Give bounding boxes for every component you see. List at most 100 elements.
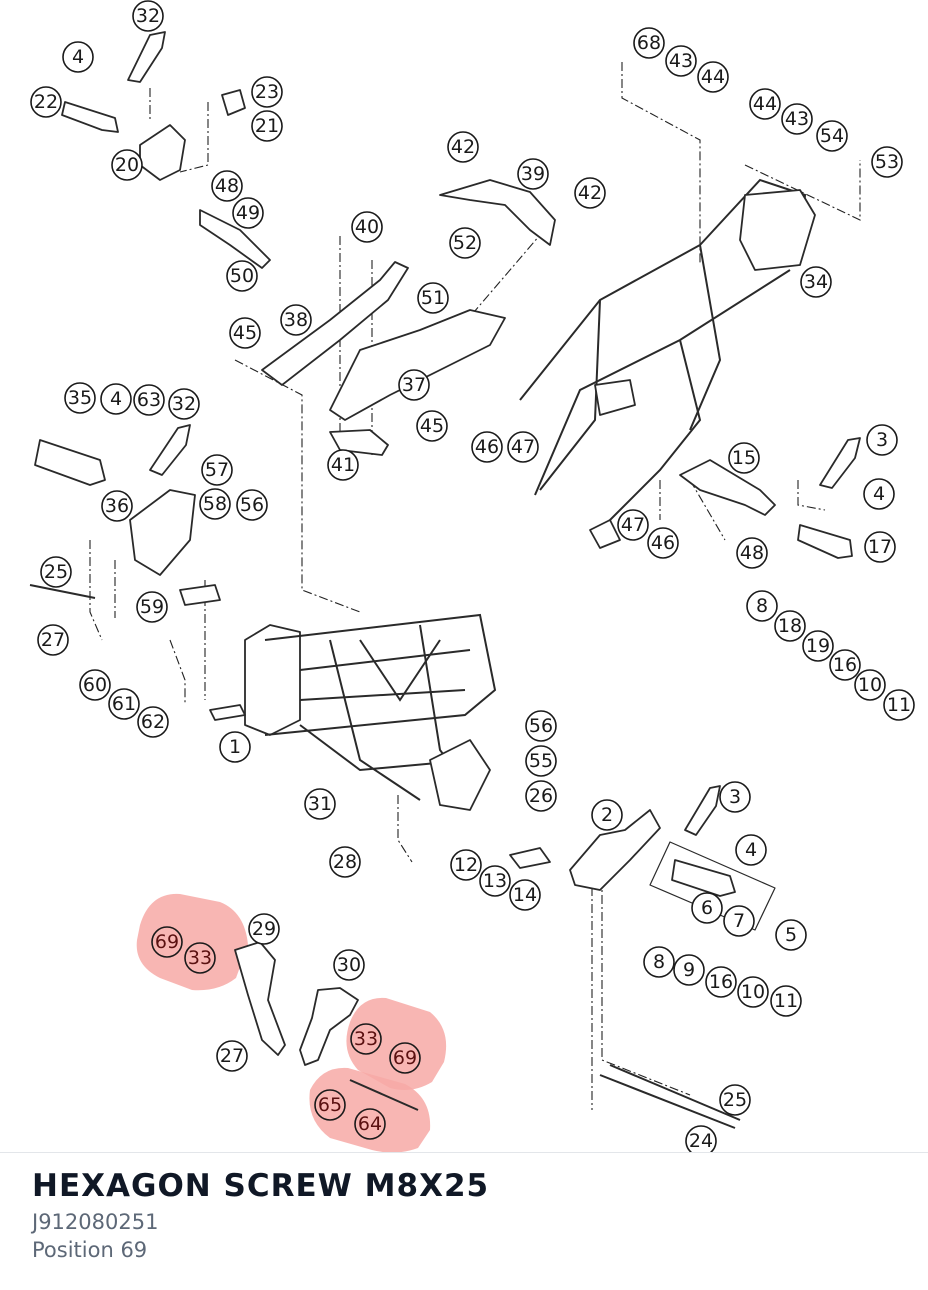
callout-23[interactable]: 23 bbox=[251, 76, 283, 108]
callout-64[interactable]: 64 bbox=[354, 1108, 386, 1140]
callout-27[interactable]: 27 bbox=[216, 1040, 248, 1072]
callout-37[interactable]: 37 bbox=[398, 369, 430, 401]
callout-33[interactable]: 33 bbox=[184, 942, 216, 974]
callout-40[interactable]: 40 bbox=[351, 211, 383, 243]
callout-19[interactable]: 19 bbox=[802, 630, 834, 662]
callout-20[interactable]: 20 bbox=[111, 149, 143, 181]
callout-circle bbox=[517, 158, 549, 190]
callout-number: 8 bbox=[653, 951, 665, 973]
callout-34[interactable]: 34 bbox=[800, 266, 832, 298]
callout-48[interactable]: 48 bbox=[736, 537, 768, 569]
callout-51[interactable]: 51 bbox=[417, 282, 449, 314]
callout-4[interactable]: 4 bbox=[863, 478, 895, 510]
callout-24[interactable]: 24 bbox=[685, 1125, 717, 1152]
callout-number: 49 bbox=[236, 202, 260, 224]
callout-55[interactable]: 55 bbox=[525, 745, 557, 777]
callout-33[interactable]: 33 bbox=[350, 1023, 382, 1055]
callout-45[interactable]: 45 bbox=[416, 410, 448, 442]
callout-39[interactable]: 39 bbox=[517, 158, 549, 190]
callout-30[interactable]: 30 bbox=[333, 949, 365, 981]
callout-5[interactable]: 5 bbox=[775, 919, 807, 951]
callout-2[interactable]: 2 bbox=[591, 799, 623, 831]
callout-12[interactable]: 12 bbox=[450, 849, 482, 881]
callout-59[interactable]: 59 bbox=[136, 591, 168, 623]
callout-44[interactable]: 44 bbox=[749, 88, 781, 120]
callout-11[interactable]: 11 bbox=[770, 985, 802, 1017]
callout-4[interactable]: 4 bbox=[62, 41, 94, 73]
callout-35[interactable]: 35 bbox=[64, 382, 96, 414]
callout-circle bbox=[719, 1084, 751, 1116]
callout-42[interactable]: 42 bbox=[574, 177, 606, 209]
callout-31[interactable]: 31 bbox=[304, 788, 336, 820]
callout-62[interactable]: 62 bbox=[137, 706, 169, 738]
callout-63[interactable]: 63 bbox=[133, 384, 165, 416]
callout-29[interactable]: 29 bbox=[248, 913, 280, 945]
callout-43[interactable]: 43 bbox=[665, 45, 697, 77]
callout-25[interactable]: 25 bbox=[40, 556, 72, 588]
callout-60[interactable]: 60 bbox=[79, 669, 111, 701]
callout-number: 51 bbox=[421, 287, 445, 309]
callout-54[interactable]: 54 bbox=[816, 120, 848, 152]
callout-50[interactable]: 50 bbox=[226, 260, 258, 292]
callout-38[interactable]: 38 bbox=[280, 304, 312, 336]
callout-10[interactable]: 10 bbox=[737, 976, 769, 1008]
callout-26[interactable]: 26 bbox=[525, 780, 557, 812]
callout-22[interactable]: 22 bbox=[30, 86, 62, 118]
callout-circle bbox=[450, 849, 482, 881]
callout-21[interactable]: 21 bbox=[251, 110, 283, 142]
callout-number: 10 bbox=[741, 981, 765, 1003]
callout-47[interactable]: 47 bbox=[617, 509, 649, 541]
callout-44[interactable]: 44 bbox=[697, 61, 729, 93]
callout-69[interactable]: 69 bbox=[389, 1042, 421, 1074]
callout-13[interactable]: 13 bbox=[479, 865, 511, 897]
callout-47[interactable]: 47 bbox=[507, 431, 539, 463]
callout-4[interactable]: 4 bbox=[735, 834, 767, 866]
callout-45[interactable]: 45 bbox=[229, 317, 261, 349]
callout-8[interactable]: 8 bbox=[643, 946, 675, 978]
callout-61[interactable]: 61 bbox=[108, 688, 140, 720]
callout-18[interactable]: 18 bbox=[774, 610, 806, 642]
callout-46[interactable]: 46 bbox=[471, 431, 503, 463]
callout-3[interactable]: 3 bbox=[719, 781, 751, 813]
callout-circle bbox=[863, 478, 895, 510]
callout-41[interactable]: 41 bbox=[327, 449, 359, 481]
rear-subframe-part-34 bbox=[519, 178, 816, 549]
callout-15[interactable]: 15 bbox=[728, 442, 760, 474]
callout-36[interactable]: 36 bbox=[101, 490, 133, 522]
callout-16[interactable]: 16 bbox=[705, 966, 737, 998]
callout-1[interactable]: 1 bbox=[219, 731, 251, 763]
callout-10[interactable]: 10 bbox=[854, 669, 886, 701]
callout-46[interactable]: 46 bbox=[647, 527, 679, 559]
callout-57[interactable]: 57 bbox=[201, 454, 233, 486]
callout-69[interactable]: 69 bbox=[151, 926, 183, 958]
callout-48[interactable]: 48 bbox=[211, 170, 243, 202]
callout-17[interactable]: 17 bbox=[864, 531, 896, 563]
callout-32[interactable]: 32 bbox=[168, 388, 200, 420]
callout-9[interactable]: 9 bbox=[673, 954, 705, 986]
callout-8[interactable]: 8 bbox=[746, 590, 778, 622]
callout-6[interactable]: 6 bbox=[691, 892, 723, 924]
callout-56[interactable]: 56 bbox=[236, 489, 268, 521]
callout-56[interactable]: 56 bbox=[525, 710, 557, 742]
callout-3[interactable]: 3 bbox=[866, 424, 898, 456]
callout-16[interactable]: 16 bbox=[829, 649, 861, 681]
callout-7[interactable]: 7 bbox=[723, 905, 755, 937]
callout-circle bbox=[132, 0, 164, 32]
callout-4[interactable]: 4 bbox=[100, 383, 132, 415]
callout-14[interactable]: 14 bbox=[509, 879, 541, 911]
callout-53[interactable]: 53 bbox=[871, 146, 903, 178]
callout-28[interactable]: 28 bbox=[329, 846, 361, 878]
callout-27[interactable]: 27 bbox=[37, 624, 69, 656]
callout-58[interactable]: 58 bbox=[199, 488, 231, 520]
callout-68[interactable]: 68 bbox=[633, 27, 665, 59]
callout-32[interactable]: 32 bbox=[132, 0, 164, 32]
callout-43[interactable]: 43 bbox=[781, 103, 813, 135]
callout-65[interactable]: 65 bbox=[314, 1089, 346, 1121]
callout-circle bbox=[232, 197, 264, 229]
callout-circle bbox=[816, 120, 848, 152]
callout-42[interactable]: 42 bbox=[447, 131, 479, 163]
callout-49[interactable]: 49 bbox=[232, 197, 264, 229]
callout-11[interactable]: 11 bbox=[883, 689, 915, 721]
callout-52[interactable]: 52 bbox=[449, 227, 481, 259]
callout-25[interactable]: 25 bbox=[719, 1084, 751, 1116]
